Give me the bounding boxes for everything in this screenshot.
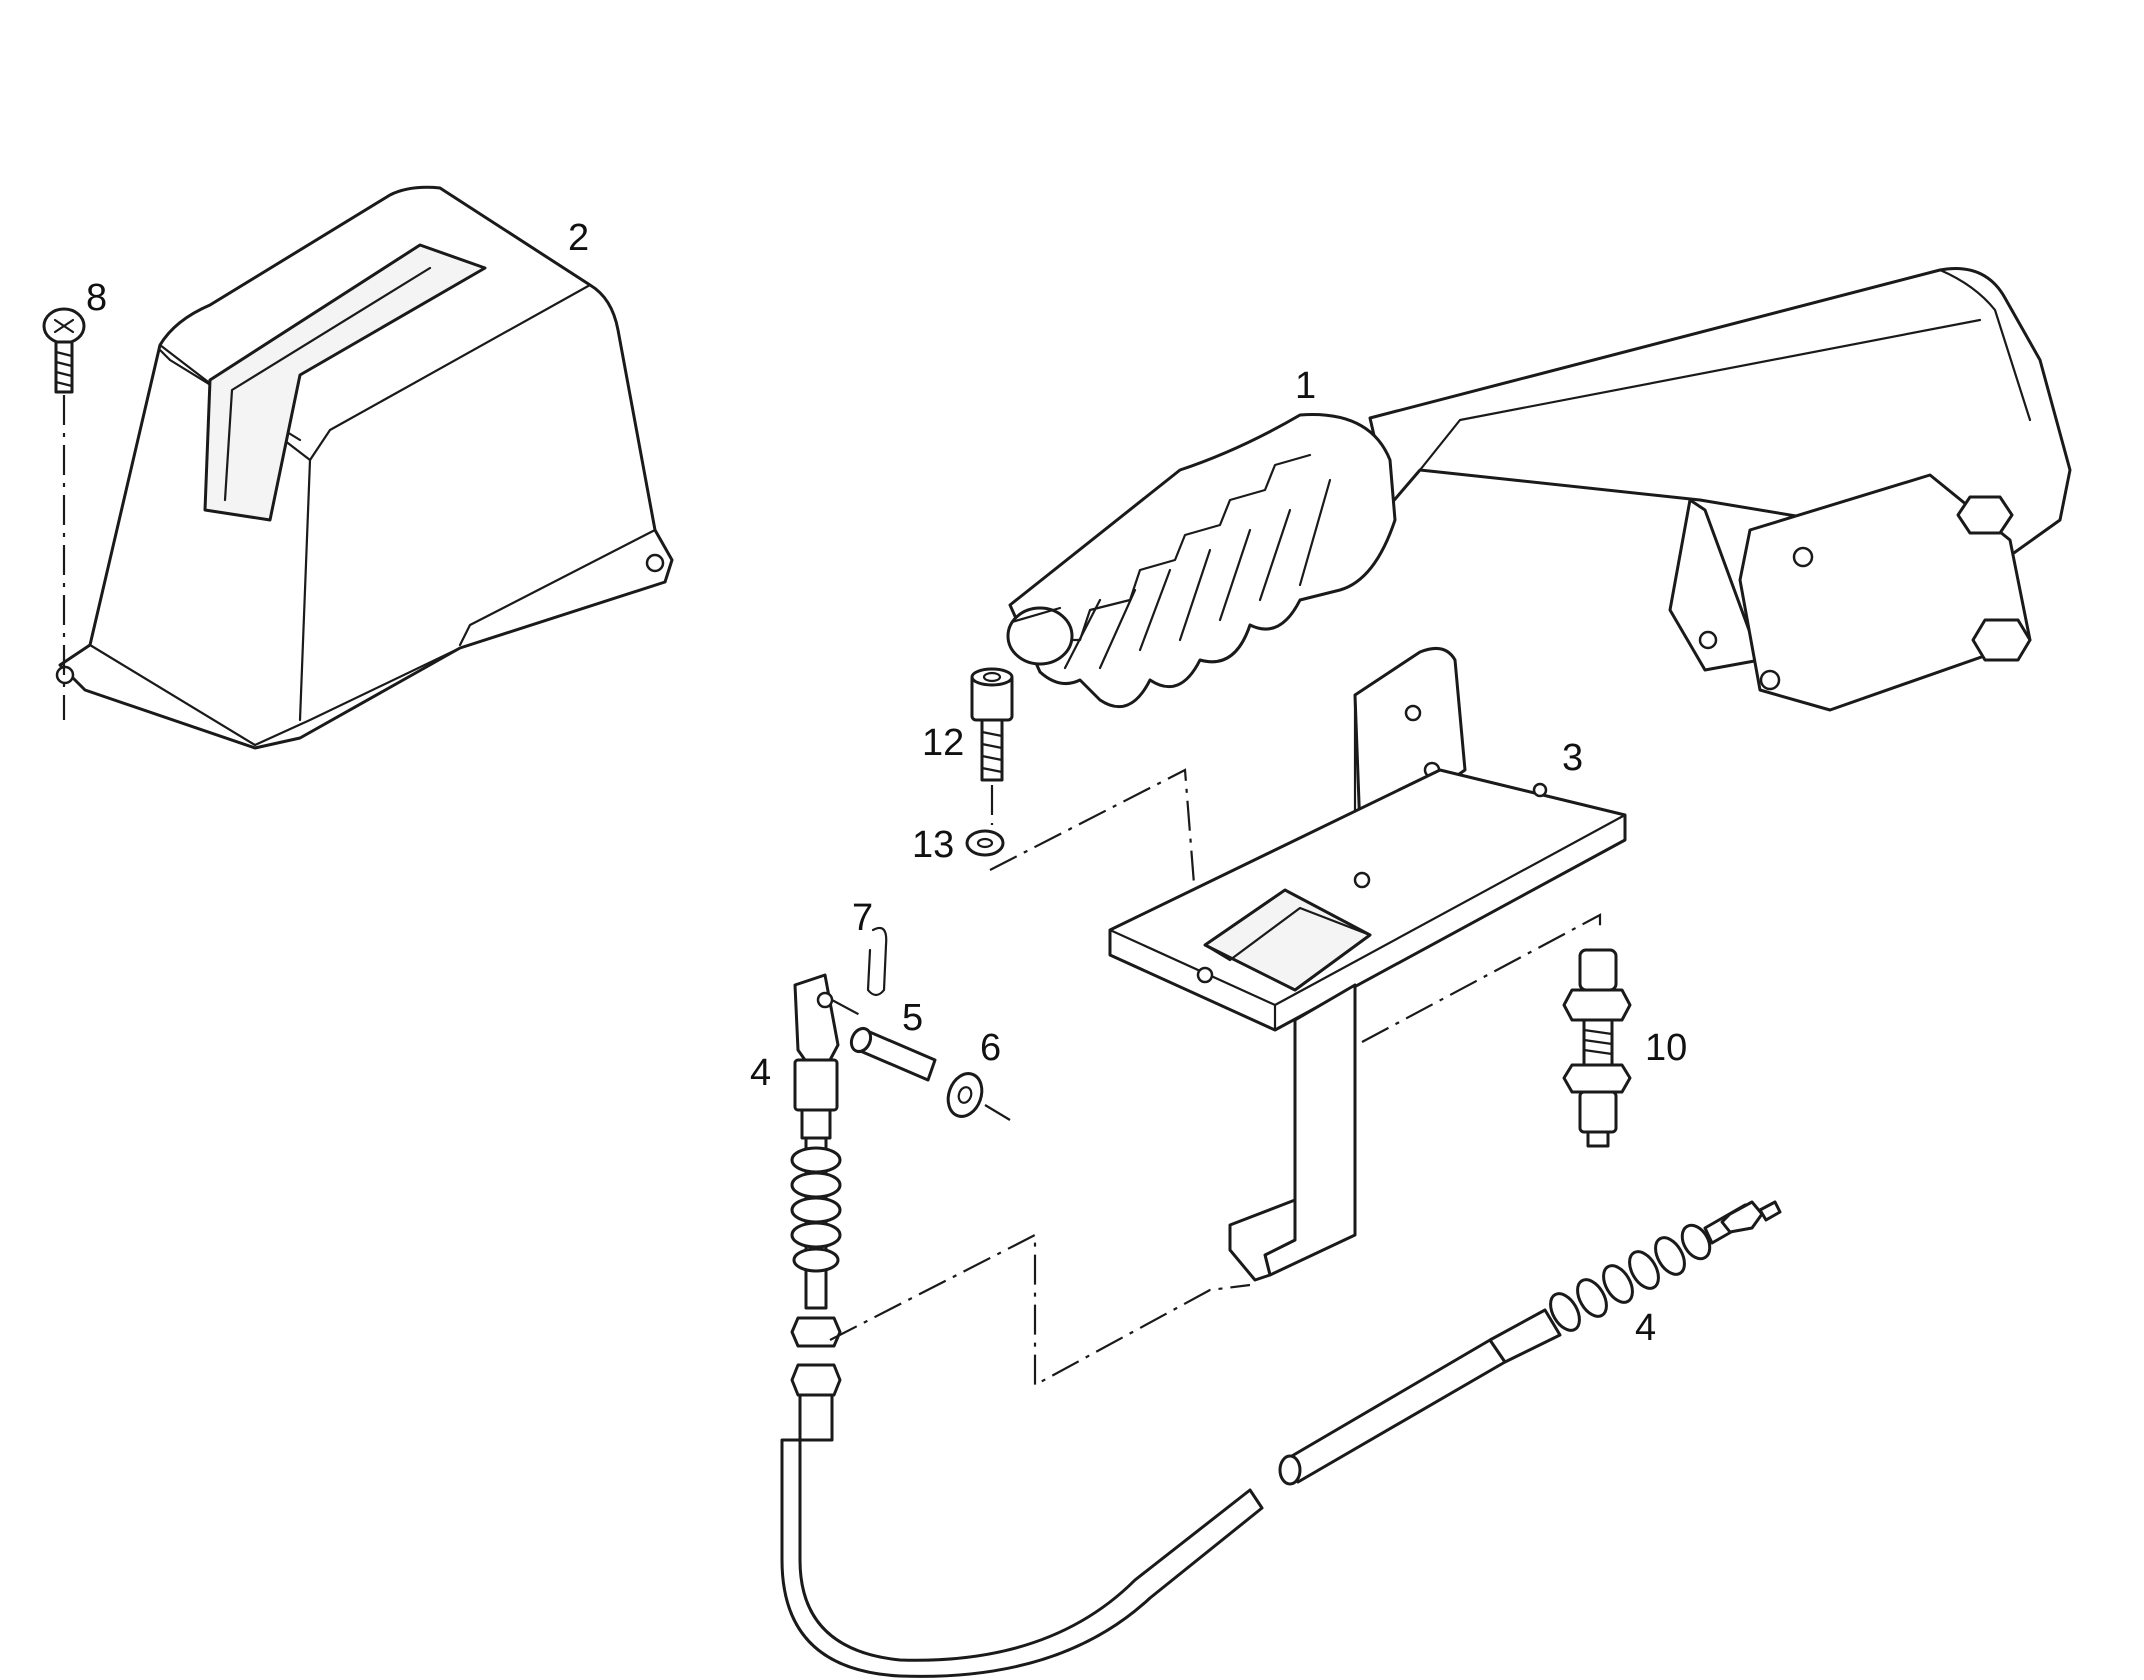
callout-3: 3 [1562, 737, 1583, 779]
callout-7: 7 [852, 897, 873, 939]
callout-4-clevis: 4 [750, 1052, 771, 1094]
callout-10: 10 [1645, 1027, 1687, 1069]
callout-6: 6 [980, 1027, 1001, 1069]
leader-6 [984, 1104, 1011, 1121]
part-3-mounting-bracket [1108, 646, 1627, 1282]
part-2-lever-cover [55, 185, 674, 750]
leader-4-a [829, 1233, 1251, 1387]
part-4-cable-assembly [780, 973, 1782, 1678]
callout-12: 12 [922, 722, 964, 764]
callout-13: 13 [912, 824, 954, 866]
callout-2: 2 [568, 217, 589, 259]
callout-1: 1 [1295, 365, 1316, 407]
part-8-screw [42, 307, 86, 394]
part-5-clevis-pin [849, 1026, 937, 1082]
callout-5: 5 [902, 997, 923, 1039]
part-6-washer [946, 1072, 984, 1118]
part-1-handbrake-lever [1006, 267, 2072, 712]
part-12-bolt [970, 667, 1014, 782]
part-7-split-pin [866, 926, 888, 997]
callout-4-cable: 4 [1635, 1307, 1656, 1349]
leader-4-b [831, 999, 861, 1016]
part-10-switch [1562, 948, 1632, 1148]
leader-3-a [1361, 913, 1602, 1043]
callout-8: 8 [86, 277, 107, 319]
leader-13 [989, 768, 1202, 961]
part-13-washer [965, 829, 1005, 857]
